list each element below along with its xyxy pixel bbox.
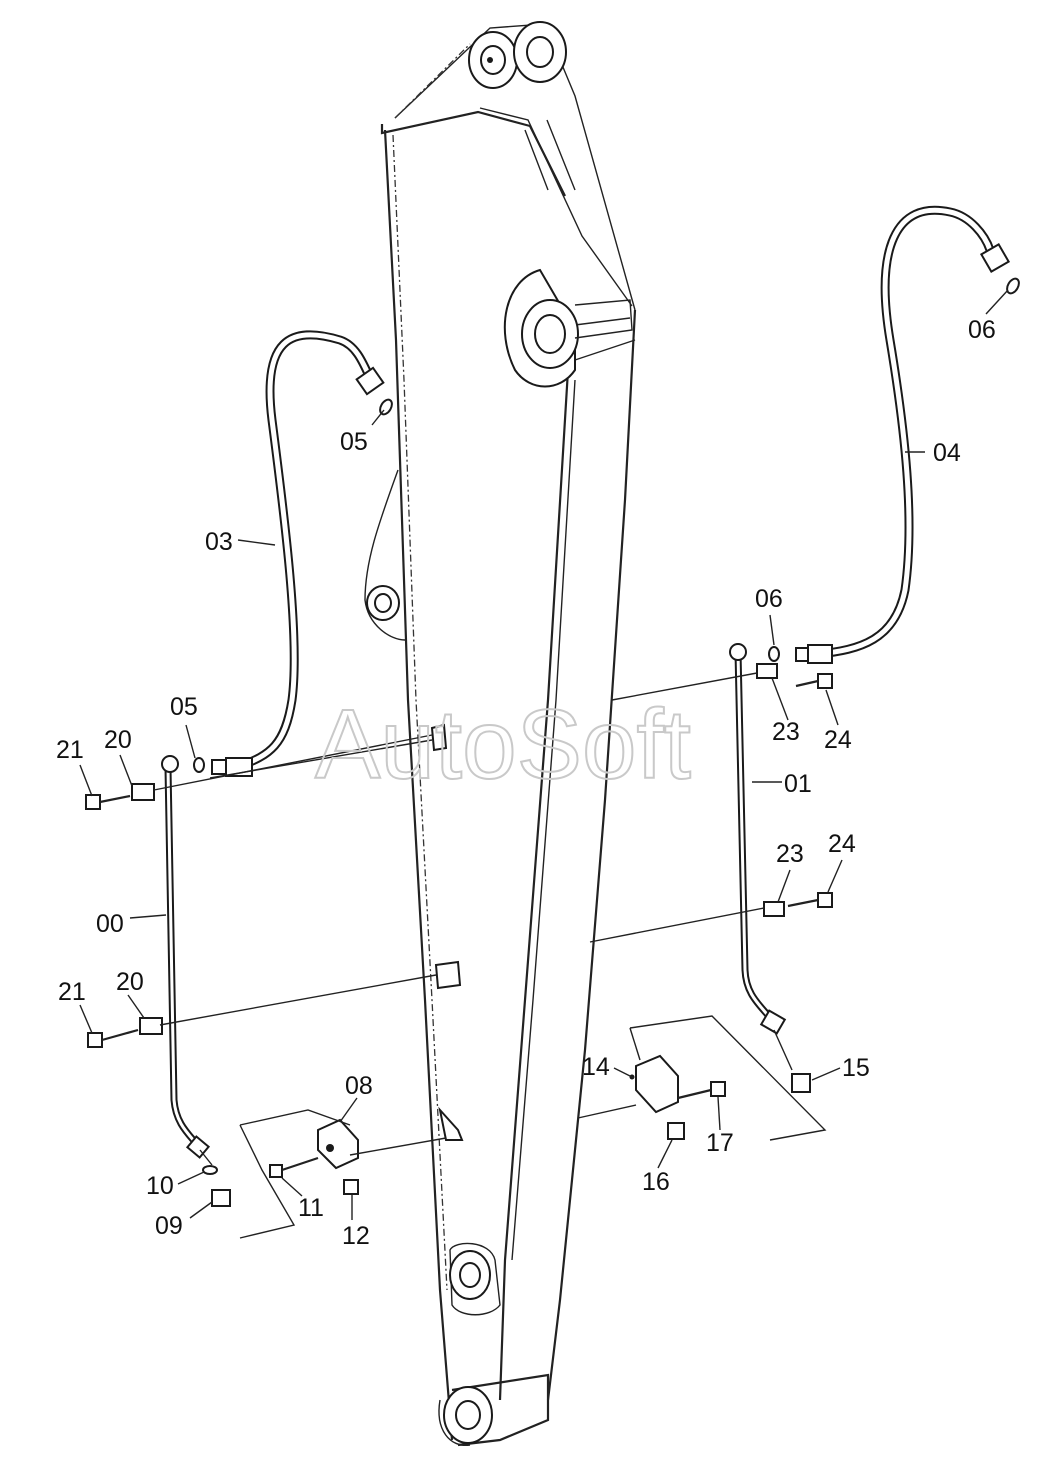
label-23-upper: 23 bbox=[772, 718, 800, 746]
label-11: 11 bbox=[298, 1194, 324, 1222]
label-06-top: 06 bbox=[968, 316, 996, 344]
label-24-lower: 24 bbox=[828, 830, 856, 858]
hose-04 bbox=[795, 205, 1011, 664]
part-labels: 00 01 03 04 05 05 06 06 08 09 10 11 12 1… bbox=[56, 316, 996, 1250]
clamp-23-upper bbox=[756, 663, 778, 679]
clamp-bracket-middle bbox=[434, 960, 462, 990]
label-06: 06 bbox=[755, 585, 783, 613]
block-08 bbox=[317, 1118, 359, 1170]
nut-16 bbox=[667, 1122, 685, 1140]
bolt-24-lower bbox=[787, 892, 833, 908]
o-ring-06 bbox=[768, 646, 780, 662]
pipe-01 bbox=[729, 643, 787, 1035]
bolt-21-lower bbox=[87, 1028, 139, 1048]
nut-12 bbox=[343, 1179, 359, 1195]
label-21-upper: 21 bbox=[56, 736, 84, 764]
bolt-17 bbox=[677, 1081, 726, 1100]
label-05-top: 05 bbox=[340, 428, 368, 456]
label-04: 04 bbox=[933, 439, 961, 467]
clamp-23-lower bbox=[763, 901, 785, 917]
bottom-pin-boss bbox=[438, 1373, 550, 1447]
label-00: 00 bbox=[96, 910, 124, 938]
boom-arm bbox=[364, 21, 637, 1447]
assembly-lines bbox=[153, 672, 827, 1239]
label-15: 15 bbox=[842, 1054, 870, 1082]
label-16: 16 bbox=[642, 1168, 670, 1196]
clamp-20-upper bbox=[131, 783, 155, 801]
hose-03 bbox=[211, 330, 385, 777]
label-03: 03 bbox=[205, 528, 233, 556]
label-01: 01 bbox=[784, 770, 812, 798]
label-20-lower: 20 bbox=[116, 968, 144, 996]
plug-15 bbox=[791, 1073, 811, 1093]
clamp-20-lower bbox=[139, 1017, 163, 1035]
label-20-upper: 20 bbox=[104, 726, 132, 754]
pipe-00 bbox=[161, 755, 211, 1159]
bolt-24-upper bbox=[795, 673, 833, 689]
label-08: 08 bbox=[345, 1072, 373, 1100]
lower-pin-boss bbox=[449, 1242, 501, 1316]
o-ring-10 bbox=[202, 1165, 218, 1175]
label-09: 09 bbox=[155, 1212, 183, 1240]
label-17: 17 bbox=[706, 1129, 734, 1157]
side-bracket bbox=[364, 469, 406, 641]
label-14: 14 bbox=[582, 1053, 610, 1081]
hose-04-bottom-fitting bbox=[807, 644, 833, 664]
clamp-bracket-upper bbox=[430, 723, 448, 752]
label-23-lower: 23 bbox=[776, 840, 804, 868]
watermark-text: AutoSoft bbox=[315, 689, 691, 799]
leader-lines bbox=[79, 289, 1009, 1220]
hose-04-top-fitting bbox=[979, 242, 1011, 274]
label-12: 12 bbox=[342, 1222, 370, 1250]
bolt-21-upper bbox=[85, 794, 131, 810]
plug-09 bbox=[211, 1189, 231, 1207]
o-ring-06-top bbox=[1006, 277, 1020, 295]
o-ring-05-top bbox=[379, 398, 393, 416]
top-pin-boss bbox=[468, 21, 567, 89]
bolt-11 bbox=[269, 1156, 319, 1178]
label-10: 10 bbox=[146, 1172, 174, 1200]
label-05: 05 bbox=[170, 693, 198, 721]
clamp-bracket-lower bbox=[438, 1106, 464, 1141]
label-21-lower: 21 bbox=[58, 978, 86, 1006]
block-14 bbox=[629, 1054, 679, 1114]
foot-pin-boss bbox=[503, 268, 633, 388]
hose-03-top-fitting bbox=[355, 366, 385, 396]
label-24-upper: 24 bbox=[824, 726, 852, 754]
o-ring-05 bbox=[193, 757, 205, 773]
